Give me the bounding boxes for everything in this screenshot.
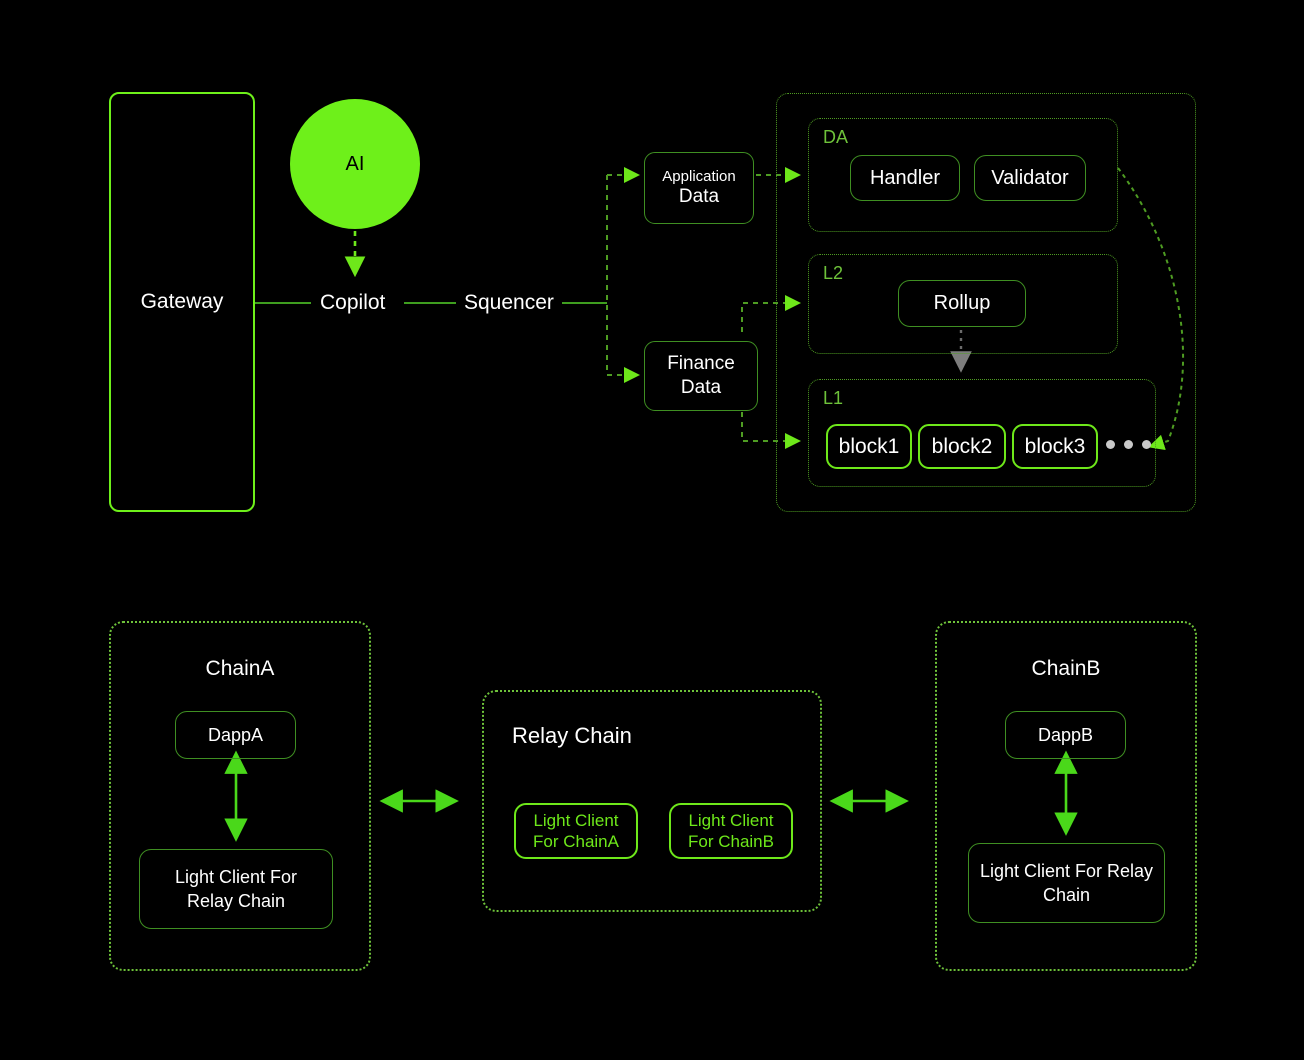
gateway-label: Gateway	[140, 290, 224, 313]
block3-box[interactable]: block3	[1012, 424, 1098, 469]
block2-label: block2	[931, 434, 993, 458]
l1-group-title: L1	[823, 388, 844, 408]
handler-label: Handler	[869, 166, 941, 189]
validator-box[interactable]: Validator	[974, 155, 1086, 201]
application-data-line2: Data	[678, 185, 720, 207]
relay-chain-container	[482, 690, 822, 912]
light-client-for-chain-a-box[interactable]: Light Client For ChainA	[514, 803, 638, 859]
da-group-title: DA	[823, 127, 849, 147]
copilot-label: Copilot	[320, 291, 386, 314]
rollup-box[interactable]: Rollup	[898, 280, 1026, 327]
lca-line2: For ChainA	[533, 832, 619, 851]
rollup-label: Rollup	[933, 292, 991, 314]
dapp-b-label: DappB	[1037, 724, 1094, 745]
chain-a-title: ChainA	[205, 657, 275, 680]
l1-group: L1	[808, 379, 1156, 487]
chain-b-light-client-box[interactable]: Light Client For Relay Chain	[968, 843, 1165, 923]
l2-group: L2	[808, 254, 1118, 354]
block1-box[interactable]: block1	[826, 424, 912, 469]
chain-stack-container	[776, 93, 1196, 512]
chain-a-container	[109, 621, 371, 971]
block1-label: block1	[838, 434, 900, 458]
light-client-for-chain-b-box[interactable]: Light Client For ChainB	[669, 803, 793, 859]
chain-a-light-client-label: Light Client For Relay Chain	[174, 866, 298, 911]
l2-group-title: L2	[823, 263, 844, 283]
ellipsis-dot	[1142, 440, 1151, 449]
chain-b-title: ChainB	[1031, 657, 1101, 680]
application-data-box[interactable]: Application Data	[644, 152, 754, 224]
lcb-line1: Light Client	[688, 810, 774, 830]
lca-line1: Light Client	[533, 810, 619, 830]
chain-b-light-client-label: Light Client For Relay Chain	[979, 860, 1154, 905]
chain-a-light-client-box[interactable]: Light Client For Relay Chain	[139, 849, 333, 929]
validator-label: Validator	[991, 166, 1069, 189]
dapp-a-box[interactable]: DappA	[175, 711, 296, 759]
lcb-line2: For ChainB	[688, 832, 774, 851]
blocks-ellipsis-icon	[1106, 440, 1151, 449]
finance-data-line2: Data	[680, 377, 722, 398]
squencer-label: Squencer	[464, 291, 554, 314]
gateway-box[interactable]: Gateway	[109, 92, 255, 512]
finance-data-box[interactable]: Finance Data	[644, 341, 758, 411]
da-group: DA	[808, 118, 1118, 232]
ellipsis-dot	[1124, 440, 1133, 449]
application-data-line1: Application	[662, 168, 736, 186]
dapp-b-box[interactable]: DappB	[1005, 711, 1126, 759]
ellipsis-dot	[1106, 440, 1115, 449]
handler-box[interactable]: Handler	[850, 155, 960, 201]
ai-circle[interactable]: AI	[290, 99, 420, 229]
relay-chain-title: Relay Chain	[512, 723, 632, 748]
block3-label: block3	[1024, 434, 1086, 458]
finance-data-line1: Finance	[667, 353, 735, 375]
dapp-a-label: DappA	[207, 724, 264, 745]
ai-label: AI	[345, 152, 365, 175]
chain-b-container	[935, 621, 1197, 971]
da-to-l1-curved-arrow	[1117, 167, 1185, 451]
block2-box[interactable]: block2	[918, 424, 1006, 469]
